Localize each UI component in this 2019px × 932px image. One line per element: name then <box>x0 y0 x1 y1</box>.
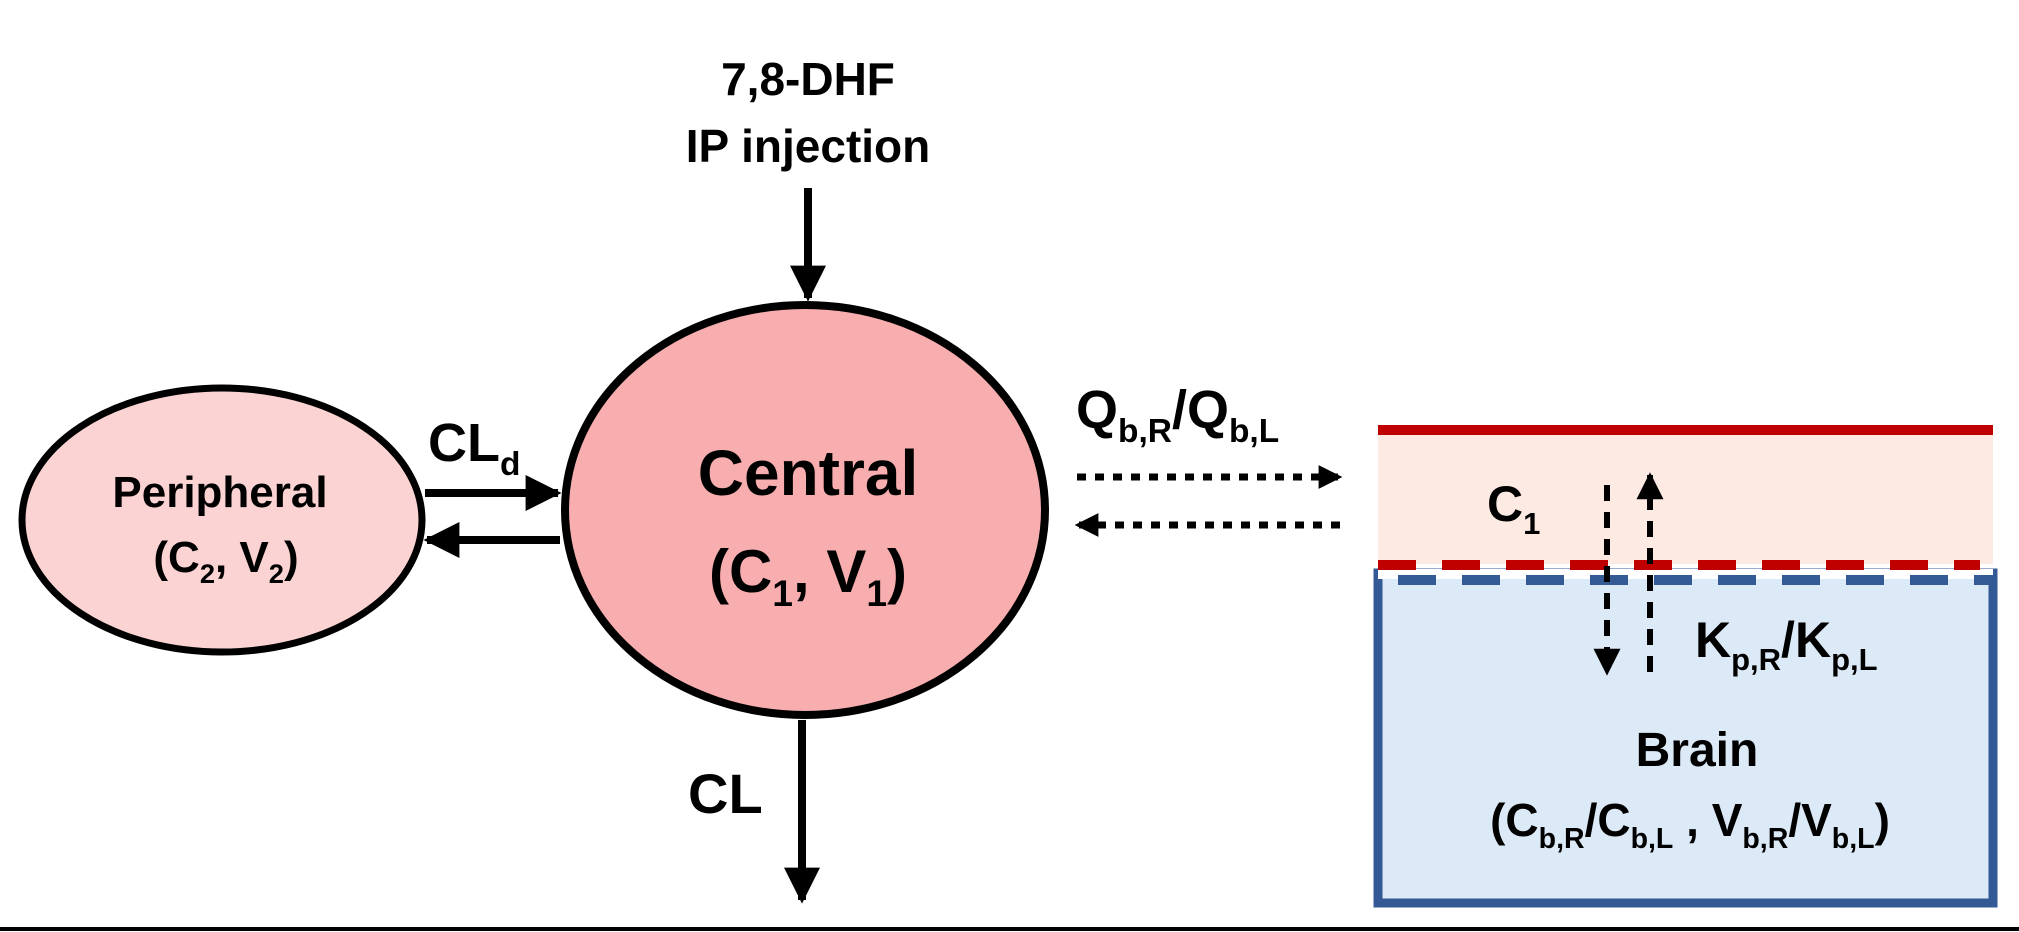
central-params: (C1, V1) <box>709 538 907 614</box>
brain-title: Brain <box>1636 724 1759 777</box>
central-compartment <box>561 301 1049 719</box>
peripheral-compartment <box>18 384 426 656</box>
cld-label: CLd <box>428 413 520 483</box>
vascular-space <box>1378 432 1993 564</box>
central-title: Central <box>698 437 919 509</box>
vascular-concentration-label: C1 <box>1487 476 1540 541</box>
brain-params: (Cb,R/Cb,L , Vb,R/Vb,L) <box>1490 794 1890 855</box>
partition-label: Kp,R/Kp,L <box>1695 612 1878 677</box>
brain-compartment <box>1373 568 1998 908</box>
blood-flow-label: Qb,R/Qb,L <box>1076 380 1279 450</box>
cl-label: CL <box>688 762 763 825</box>
peripheral-title: Peripheral <box>112 468 327 517</box>
peripheral-params: (C2, V2) <box>153 533 298 589</box>
input-label-line1: 7,8-DHF <box>721 53 895 105</box>
input-label-line2: IP injection <box>686 120 931 172</box>
